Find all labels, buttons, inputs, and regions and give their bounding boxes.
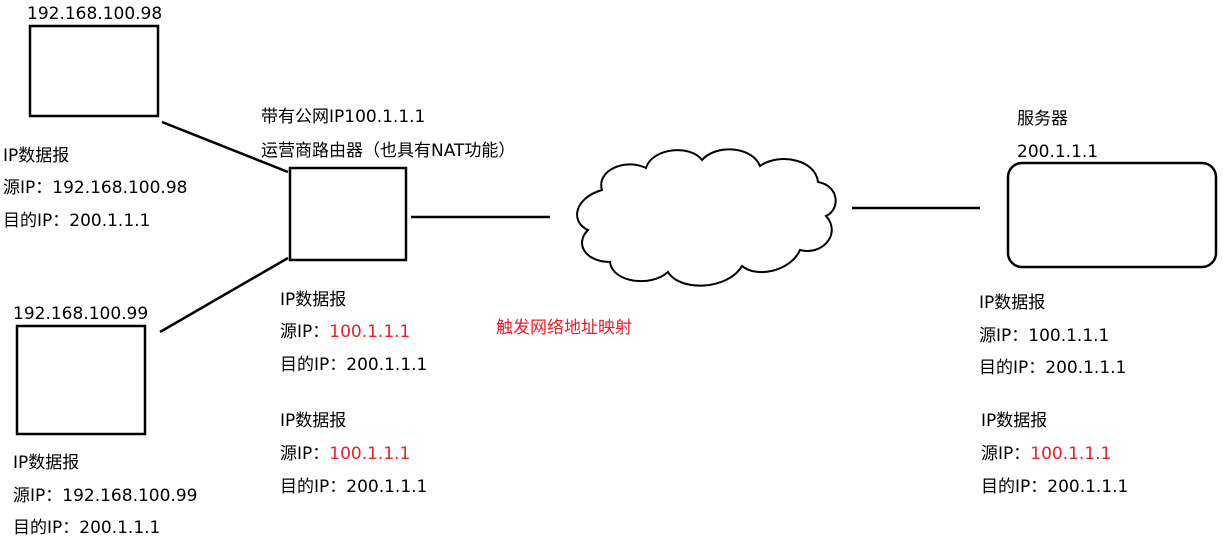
server-packet2-dst: 目的IP：200.1.1.1 (981, 477, 1128, 497)
dst-label: 目的IP： (3, 211, 70, 231)
server-packet2-title: IP数据报 (981, 411, 1048, 431)
server-packet1-title: IP数据报 (979, 293, 1046, 313)
router-packet2-dst: 目的IP：200.1.1.1 (280, 477, 427, 497)
dst-value: 200.1.1.1 (1045, 358, 1127, 378)
dst-label: 目的IP： (981, 477, 1048, 497)
src-value: 192.168.100.98 (52, 178, 188, 198)
src-label: 源IP： (280, 322, 330, 342)
src-value: 100.1.1.1 (329, 322, 411, 342)
src-label: 源IP： (981, 444, 1031, 464)
host2-packet-title: IP数据报 (13, 453, 80, 473)
host2-ip: 192.168.100.99 (13, 304, 149, 324)
host1-ip: 192.168.100.98 (27, 4, 163, 24)
server-packet1-dst: 目的IP：200.1.1.1 (979, 358, 1126, 378)
server-name: 服务器 (1017, 109, 1068, 129)
host2-packet-dst: 目的IP：200.1.1.1 (13, 518, 160, 538)
server-box (1006, 161, 1218, 269)
nat-note: 触发网络地址映射 (496, 318, 632, 338)
router-packet1-dst: 目的IP：200.1.1.1 (280, 355, 427, 375)
server-packet2-src: 源IP：100.1.1.1 (981, 444, 1111, 464)
router-label-line1: 带有公网IP100.1.1.1 (261, 107, 426, 127)
router-packet1-src: 源IP：100.1.1.1 (280, 322, 410, 342)
router-label-line2: 运营商路由器（也具有NAT功能） (261, 141, 516, 161)
dst-value: 200.1.1.1 (1047, 477, 1129, 497)
dst-value: 200.1.1.1 (346, 477, 428, 497)
host1-packet-src: 源IP：192.168.100.98 (3, 178, 187, 198)
src-value: 100.1.1.1 (329, 444, 411, 464)
src-value: 192.168.100.99 (62, 486, 198, 506)
server-packet1-src: 源IP：100.1.1.1 (979, 326, 1109, 346)
dst-value: 200.1.1.1 (69, 211, 151, 231)
src-value: 100.1.1.1 (1030, 444, 1112, 464)
dst-label: 目的IP： (280, 355, 347, 375)
internet-cloud-icon (576, 148, 837, 287)
server-ip: 200.1.1.1 (1017, 142, 1099, 162)
dst-label: 目的IP： (280, 477, 347, 497)
router-packet2-src: 源IP：100.1.1.1 (280, 444, 410, 464)
host2-packet-src: 源IP：192.168.100.99 (13, 486, 197, 506)
host1-packet-dst: 目的IP：200.1.1.1 (3, 211, 150, 231)
dst-label: 目的IP： (979, 358, 1046, 378)
dst-value: 200.1.1.1 (346, 355, 428, 375)
link-host2-router (159, 256, 289, 334)
src-label: 源IP： (979, 326, 1029, 346)
link-host1-router (161, 120, 289, 174)
src-label: 源IP： (280, 444, 330, 464)
router-packet2-title: IP数据报 (280, 411, 347, 431)
dst-value: 200.1.1.1 (79, 518, 161, 538)
router-box (288, 166, 408, 262)
host1-packet-title: IP数据报 (3, 146, 70, 166)
host2-box (15, 324, 147, 436)
src-value: 100.1.1.1 (1028, 326, 1110, 346)
host1-box (28, 24, 160, 118)
src-label: 源IP： (3, 178, 53, 198)
src-label: 源IP： (13, 486, 63, 506)
dst-label: 目的IP： (13, 518, 80, 538)
router-packet1-title: IP数据报 (280, 290, 347, 310)
